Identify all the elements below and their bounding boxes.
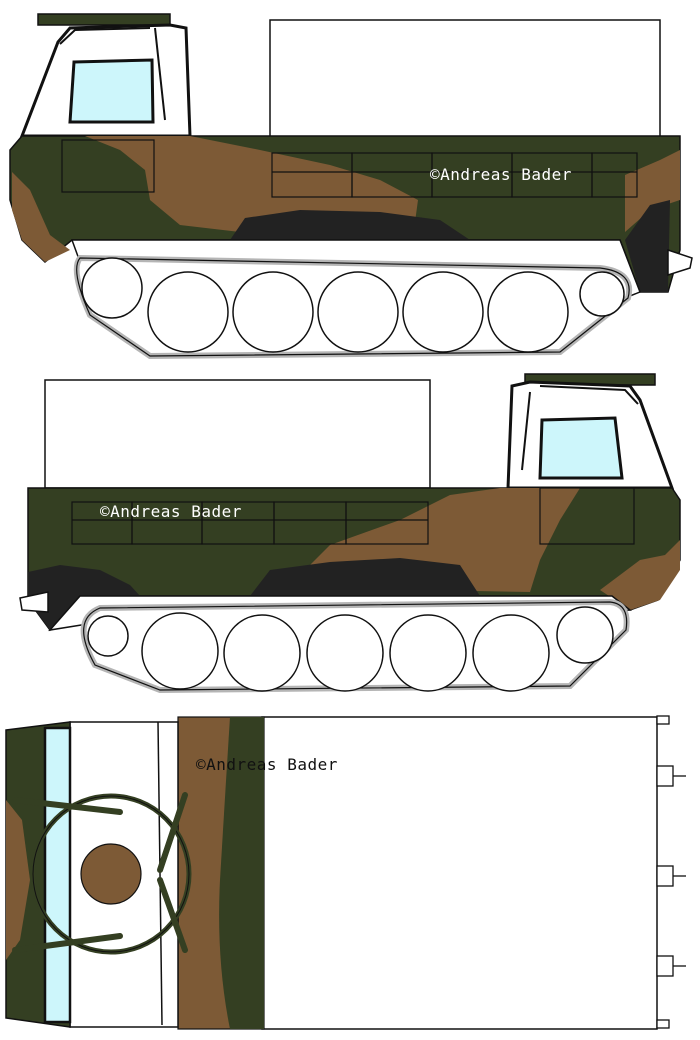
roof-hatch: [80, 843, 142, 905]
camo-black: [250, 558, 480, 596]
camo-brown: [85, 136, 418, 232]
road-wheels: [87, 606, 614, 692]
cab-window: [68, 58, 155, 124]
top-view: ©Andreas Bader: [5, 715, 686, 1030]
cargo-canopy: [269, 19, 661, 139]
cab-window: [538, 416, 624, 480]
watermark-text: ©Andreas Bader: [100, 502, 242, 521]
watermark-text: ©Andreas Bader: [430, 165, 572, 184]
camo-black: [230, 210, 470, 240]
watermark-text: ©Andreas Bader: [196, 755, 338, 774]
road-wheels: [81, 257, 625, 353]
cab-roof-visor: [37, 13, 171, 26]
right-side-view: ©Andreas Bader: [9, 13, 693, 360]
cab-window: [43, 726, 72, 1024]
cargo-canopy: [44, 379, 431, 489]
cargo-bed: [261, 716, 658, 1030]
left-side-view: ©Andreas Bader: [19, 373, 681, 694]
